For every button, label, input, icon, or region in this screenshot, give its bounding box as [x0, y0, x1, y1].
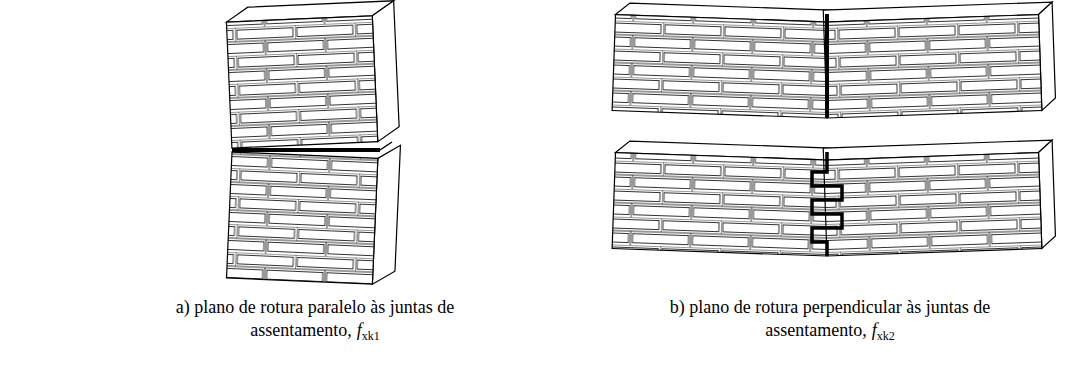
- wall-b1: [612, 2, 1056, 118]
- symbol-subscript: xk1: [362, 329, 380, 343]
- crack-gap: [380, 142, 392, 150]
- wall-b2-left: [612, 141, 831, 256]
- caption-a: a) plano de rotura paralelo às juntas de…: [150, 296, 480, 348]
- symbol-f: f: [872, 320, 877, 340]
- wall-a-lower: [227, 138, 401, 285]
- caption-b: b) plano de rotura perpendicular às junt…: [650, 296, 1010, 348]
- symbol-f: f: [357, 320, 362, 340]
- stepped-crack: [812, 152, 842, 256]
- wall-b2: [612, 140, 1056, 256]
- wall-a-upper: [226, 1, 400, 148]
- symbol-subscript: xk2: [877, 329, 895, 343]
- caption-text: b) plano de rotura perpendicular às junt…: [670, 297, 990, 340]
- wall-b1-left: [612, 3, 831, 118]
- wall-b2-right: [823, 140, 1056, 256]
- crack-line: [232, 148, 380, 152]
- crack-line: [825, 14, 829, 118]
- wall-a: [226, 1, 401, 285]
- wall-b1-right: [823, 2, 1056, 118]
- caption-text: a) plano de rotura paralelo às juntas de…: [176, 297, 454, 340]
